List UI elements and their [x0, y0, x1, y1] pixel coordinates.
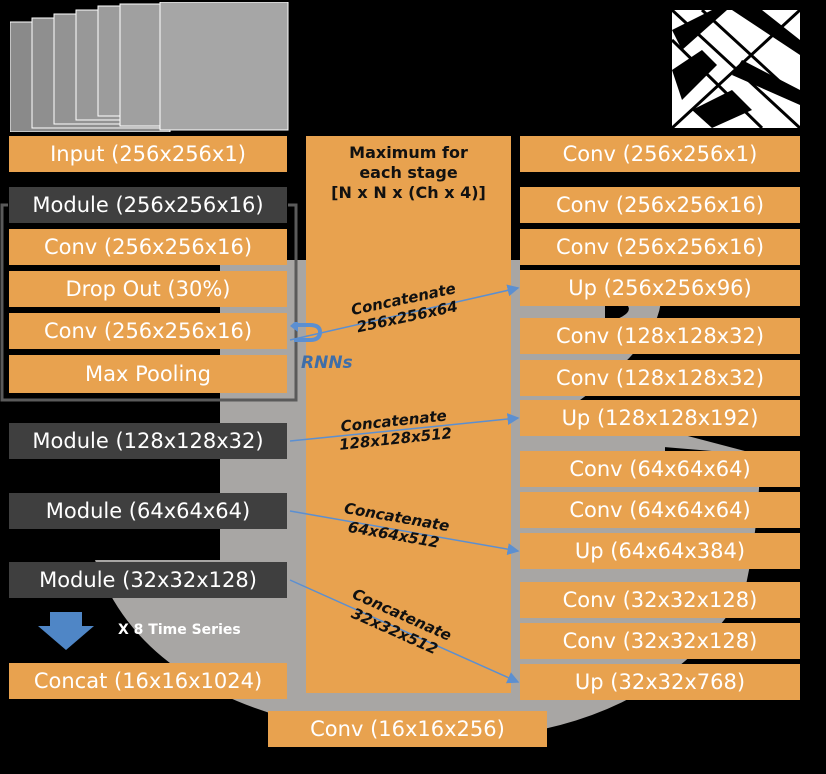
module-bracket — [0, 203, 298, 402]
right-conv-256x16-a: Conv (256x256x16) — [520, 187, 800, 223]
maxpool-box: Max Pooling — [9, 355, 287, 393]
right-conv-64-a: Conv (64x64x64) — [520, 451, 800, 487]
down-arrow-icon — [38, 612, 94, 650]
time-series-label: X 8 Time Series — [118, 622, 241, 638]
rnns-label: RNNs — [301, 353, 353, 373]
module-box-64: Module (64x64x64) — [9, 493, 287, 529]
concat-box: Concat (16x16x1024) — [9, 663, 287, 699]
skip-arrow-256 — [289, 284, 520, 341]
skip-arrow-64 — [289, 510, 520, 556]
right-up-32: Up (32x32x768) — [520, 664, 800, 700]
conv-box-a: Conv (256x256x16) — [9, 229, 287, 265]
conv-box-b: Conv (256x256x16) — [9, 313, 287, 349]
right-conv-256x16-b: Conv (256x256x16) — [520, 229, 800, 265]
module-box-128: Module (128x128x32) — [9, 423, 287, 459]
right-conv-256x1: Conv (256x256x1) — [520, 136, 800, 172]
module-box-256: Module (256x256x16) — [9, 187, 287, 223]
right-conv-64-b: Conv (64x64x64) — [520, 492, 800, 528]
right-conv-128-a: Conv (128x128x32) — [520, 318, 800, 354]
right-up-128: Up (128x128x192) — [520, 400, 800, 436]
bottom-conv-box: Conv (16x16x256) — [268, 711, 547, 747]
input-box: Input (256x256x1) — [9, 136, 287, 172]
rnn-loop-icon — [290, 322, 323, 342]
stage-maximum-title: Maximum for each stage [N x N x (Ch x 4)… — [331, 143, 486, 202]
input-image-stack — [10, 2, 289, 132]
module-box-32: Module (32x32x128) — [9, 562, 287, 598]
right-conv-32-a: Conv (32x32x128) — [520, 582, 800, 618]
right-conv-32-b: Conv (32x32x128) — [520, 623, 800, 659]
dropout-box: Drop Out (30%) — [9, 271, 287, 307]
right-conv-128-b: Conv (128x128x32) — [520, 360, 800, 396]
skip-arrow-32 — [289, 579, 520, 684]
right-up-256: Up (256x256x96) — [520, 270, 800, 306]
output-mask-image — [672, 10, 800, 128]
skip-arrow-128 — [289, 413, 520, 442]
right-up-64: Up (64x64x384) — [520, 533, 800, 569]
center-column — [306, 136, 511, 693]
